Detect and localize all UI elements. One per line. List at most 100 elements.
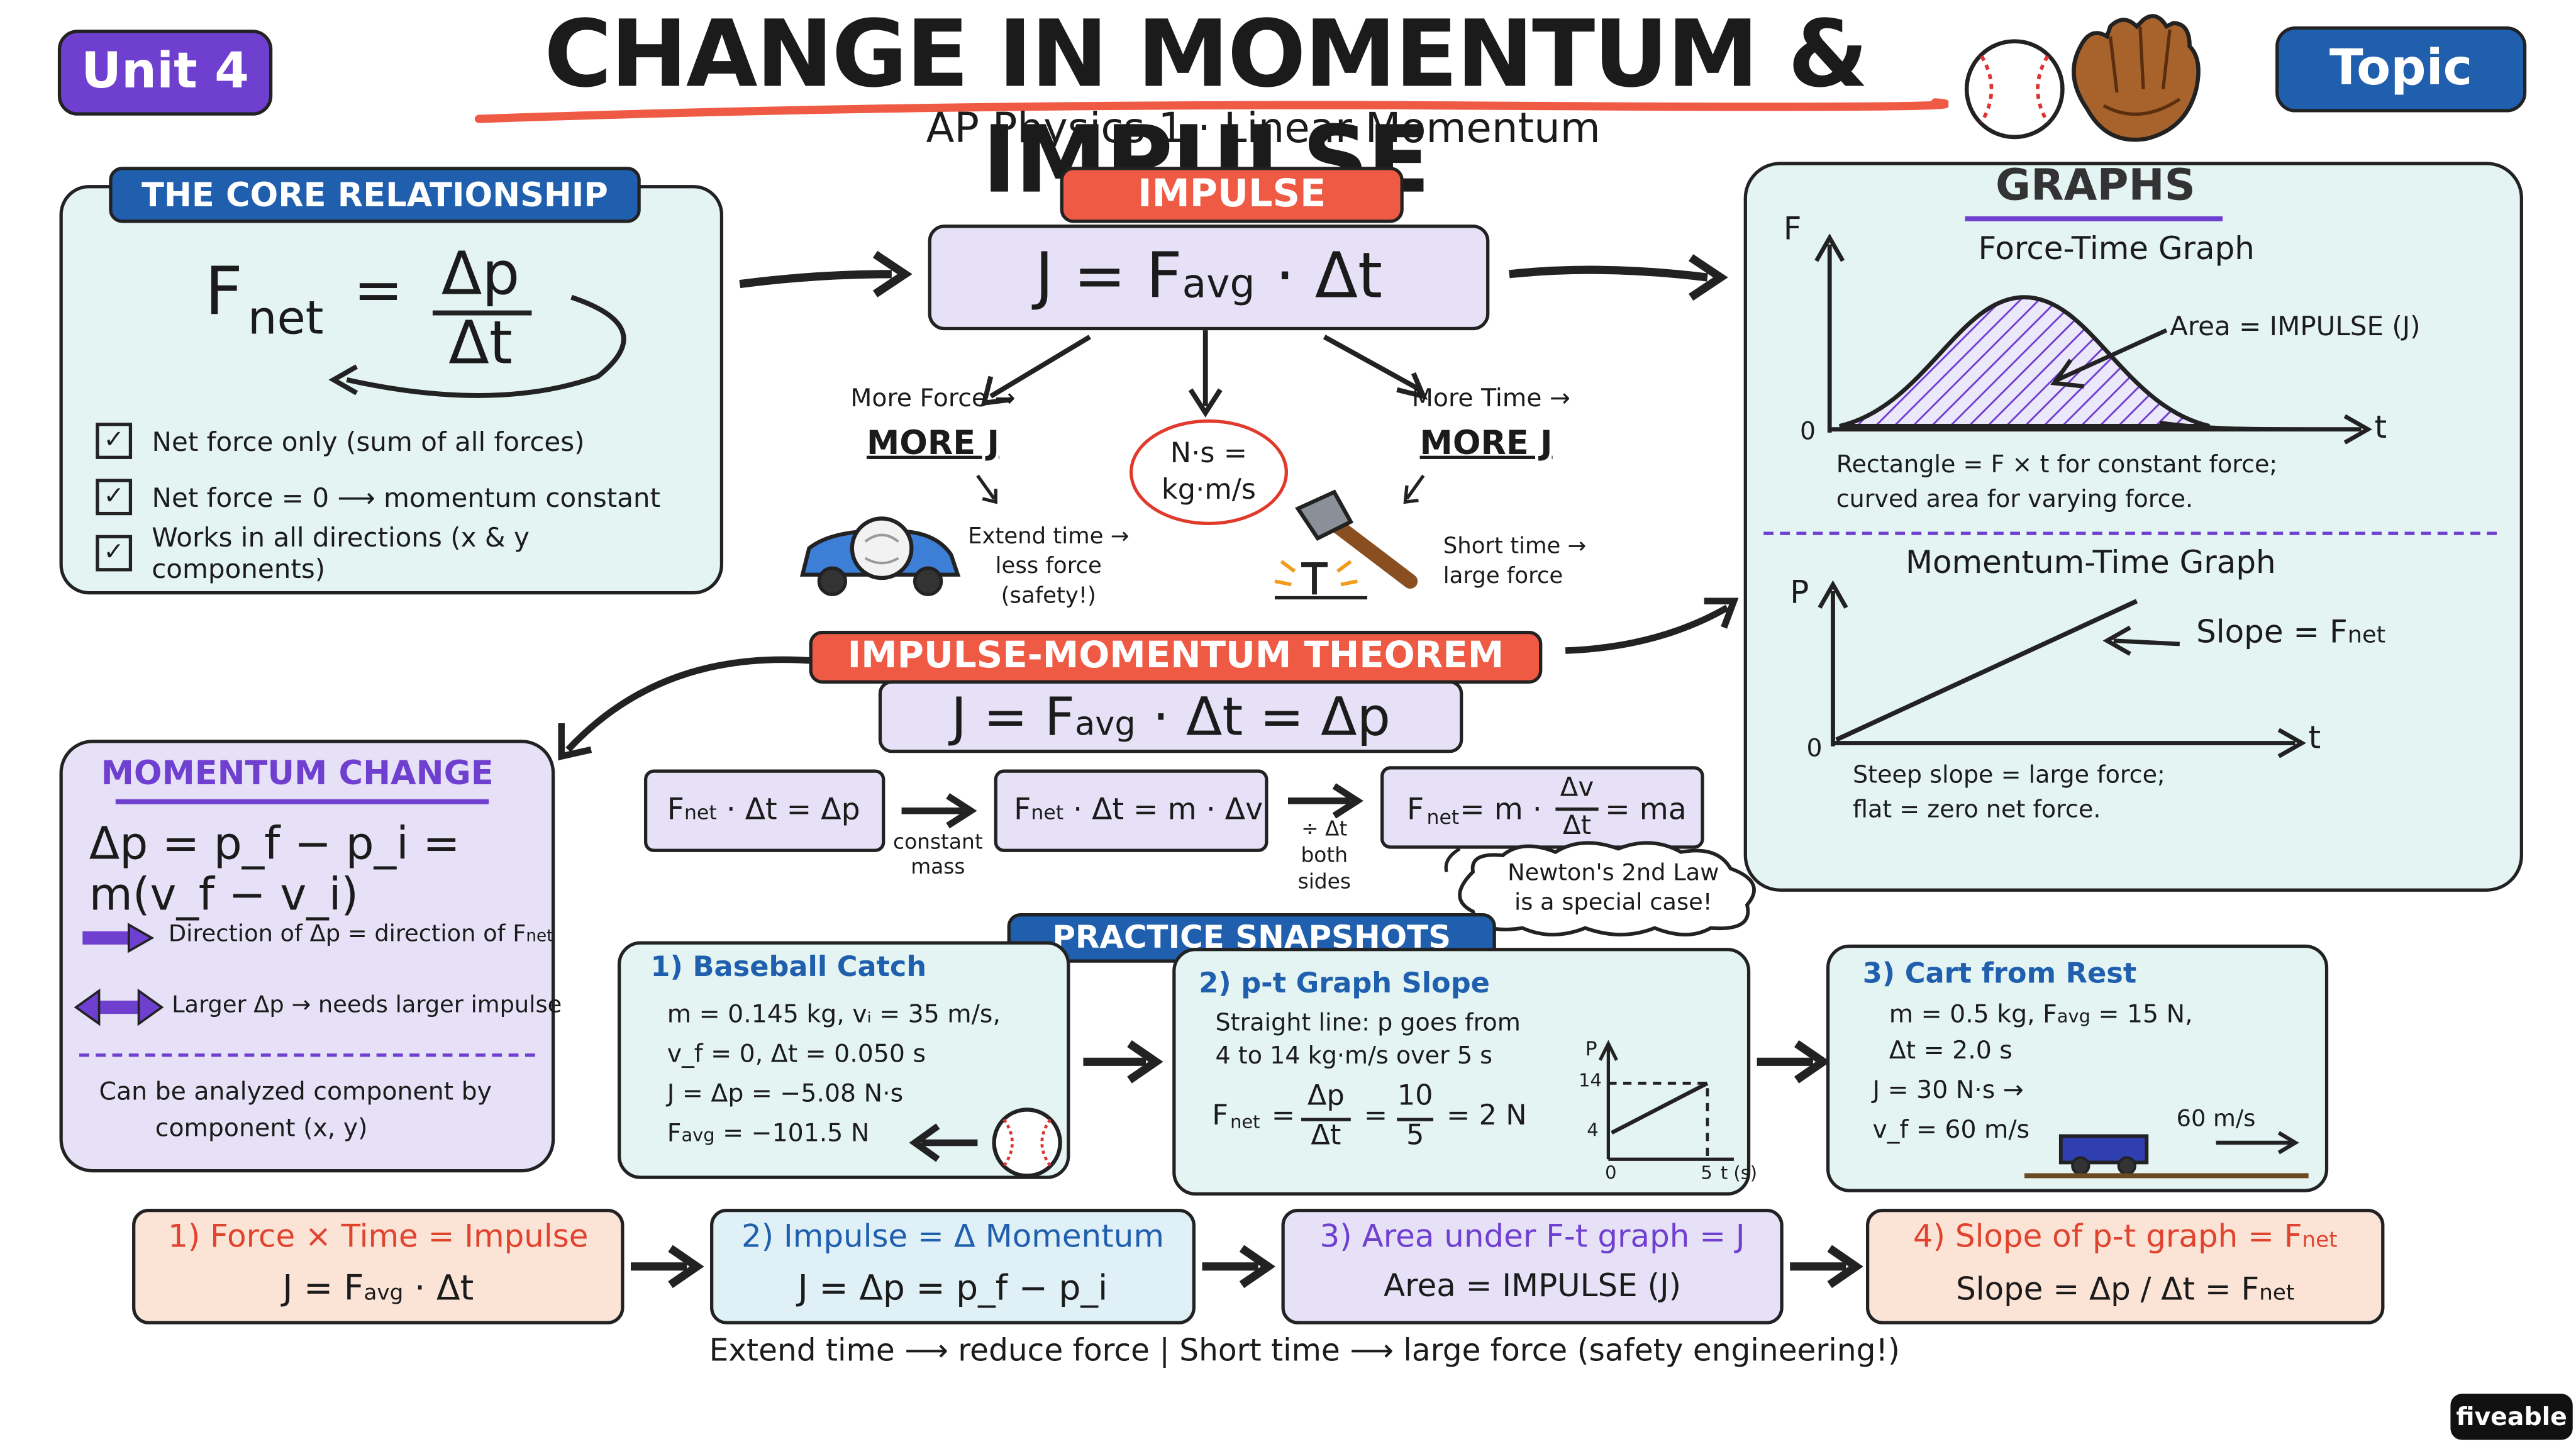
newton-cloud [1444, 841, 1756, 936]
graphs-panel [1743, 162, 2523, 892]
p1-body: m = 0.145 kg, vᵢ = 35 m/s, v_f = 0, Δt =… [667, 994, 1063, 1156]
direction-note: Direction of Δp = direction of Fnet [169, 921, 553, 948]
pt-axis-y: P [1790, 574, 1809, 611]
s2-formula: J = Δp = p_f − p_i [797, 1268, 1108, 1308]
arrow2-line-1: ÷ Δt [1301, 816, 1348, 841]
practice-arrow-1 [1083, 1040, 1163, 1084]
ft-area-label: Area = IMPULSE (J) [2170, 310, 2421, 342]
s4-title: 4) Slope of p-t graph = Fnet [1866, 1219, 2384, 1255]
theorem-eq-a: J = F [951, 685, 1075, 748]
core-check-item: ✓ Net force only (sum of all forces) [96, 413, 706, 469]
derivation-step-2: Fnet · Δt = m · Δv [994, 769, 1269, 852]
baseball-icon [1964, 39, 2065, 140]
arrow1-line-2: mass [911, 853, 965, 879]
impulse-formula-b: · Δt [1255, 239, 1383, 313]
topic-label: Topic 4.2 [2329, 40, 2473, 175]
summary-arrow-1 [630, 1245, 704, 1289]
graphs-title: GRAPHS [1996, 162, 2196, 212]
core-check-list: ✓ Net force only (sum of all forces) ✓ N… [96, 413, 706, 584]
p2-den-2: 5 [1406, 1119, 1424, 1153]
p3-line-2: Δt = 2.0 s [1889, 1035, 2012, 1065]
p1-line-4-a: F [667, 1118, 682, 1148]
p2-line-2: 4 to 14 kg·m/s over 5 s [1215, 1043, 1493, 1070]
pt-note: Steep slope = large force; flat = zero n… [1853, 760, 2480, 829]
cart-icon [2024, 1131, 2309, 1179]
short-line-1: Short time → [1443, 533, 1587, 560]
p2-axis-y: P [1585, 1036, 1597, 1060]
summary-card-1 [132, 1208, 625, 1324]
derivation-arrow-1-note: constant mass [885, 829, 991, 879]
units-line-1: N·s = [1170, 437, 1248, 471]
arrow-theorem-to-graphs [1565, 597, 1739, 654]
step3-a: F [1407, 792, 1424, 828]
glove-icon [2072, 14, 2201, 142]
step3-den: Δt [1562, 809, 1592, 841]
p2-calc: F net = Δp Δt = 10 5 = 2 N [1212, 1077, 1542, 1163]
p2-num-2: 10 [1397, 1080, 1433, 1113]
step2-sub: net [1031, 801, 1064, 824]
p2-mini-line [1611, 1081, 1709, 1135]
summary-arrow-2 [1202, 1245, 1276, 1289]
practice-arrow-2 [1757, 1040, 1831, 1084]
impulse-formula-a: J = F [1035, 239, 1182, 313]
brand-badge: fiveable [2450, 1394, 2573, 1440]
p2-tick-14: 14 [1579, 1070, 1602, 1092]
step3-fraction-bar [1555, 807, 1599, 811]
extend-line-3: (safety!) [1001, 582, 1096, 609]
pt-axis-x: t [2308, 719, 2321, 757]
summary-card-2 [710, 1208, 1196, 1324]
arrow2-line-2: both [1301, 842, 1348, 867]
checkbox-icon: ✓ [96, 535, 132, 572]
summary-arrow-3 [1790, 1245, 1863, 1289]
core-relationship-title-text: THE CORE RELATIONSHIP [142, 175, 608, 215]
car-airbag-icon [800, 516, 961, 596]
more-j-left: MORE J [866, 423, 1000, 463]
s4-formula-text: Slope = Δp / Δt = F [1956, 1271, 2260, 1308]
impulse-title: IMPULSE [1060, 167, 1404, 223]
p3-line-1-a: m = 0.5 kg, F [1889, 999, 2057, 1029]
ft-graph [1814, 233, 2373, 445]
p2-num-1: Δp [1307, 1080, 1345, 1113]
impulse-title-text: IMPULSE [1138, 173, 1326, 216]
derivation-step-3: F net = m · Δv Δt = ma [1380, 766, 1704, 849]
summary-card-3 [1281, 1208, 1784, 1324]
p1-line-3: J = Δp = −5.08 N·s [667, 1078, 904, 1108]
momentum-change-title: MOMENTUM CHANGE [101, 753, 494, 793]
core-eq: = [353, 257, 404, 326]
arrow-impulse-to-graphs [1509, 254, 1728, 301]
hammer-nail-icon [1274, 489, 1418, 600]
step3-num: Δv [1560, 771, 1594, 803]
title-underline [474, 98, 1949, 123]
theorem-title: IMPULSE-MOMENTUM THEOREM [809, 630, 1543, 684]
unit-badge: Unit 4 [57, 30, 273, 116]
component-line-2: component (x, y) [155, 1113, 368, 1143]
more-force-label: More Force → [850, 383, 1016, 413]
p2-den-1: Δt [1311, 1119, 1341, 1153]
direction-note-sub: net [526, 928, 553, 947]
p3-body: m = 0.5 kg, Favg = 15 N, Δt = 2.0 s [1889, 997, 2319, 1067]
core-check-text: Net force = 0 ⟶ momentum constant [152, 481, 661, 513]
momentum-change-underline [115, 799, 489, 804]
p2-f: F [1212, 1099, 1228, 1133]
p2-tick-0: 0 [1605, 1162, 1617, 1184]
p2-frac-bar-1 [1301, 1118, 1351, 1121]
ft-graph-title: Force-Time Graph [1978, 231, 2255, 268]
p1-line-2: v_f = 0, Δt = 0.050 s [667, 1038, 926, 1069]
double-arrow-icon [74, 988, 164, 1026]
ft-note-line-1: Rectangle = F × t for constant force; [1836, 452, 2278, 479]
core-check-item: ✓ Works in all directions (x & y compone… [96, 522, 706, 584]
p3-line-1-sub: avg [2057, 1006, 2090, 1028]
s1-formula-b: · Δt [403, 1268, 474, 1308]
impulse-formula-box: J = Favg · Δt [928, 225, 1490, 331]
pt-note-line-2: flat = zero net force. [1852, 797, 2101, 824]
p2-eq-1: = [1271, 1099, 1296, 1133]
extend-note: Extend time → less force (safety!) [958, 522, 1140, 611]
ft-note: Rectangle = F × t for constant force; cu… [1836, 449, 2497, 518]
pt-graph [1818, 580, 2307, 758]
step2-b: · Δt = m · Δv [1063, 792, 1263, 828]
summary-footer: Extend time ⟶ reduce force | Short time … [709, 1334, 1900, 1369]
graphs-title-underline [1965, 216, 2223, 221]
short-line-2: large force [1443, 563, 1563, 590]
p1-line-4-b: = −101.5 N [714, 1118, 870, 1148]
s1-formula-sub: avg [364, 1281, 404, 1306]
